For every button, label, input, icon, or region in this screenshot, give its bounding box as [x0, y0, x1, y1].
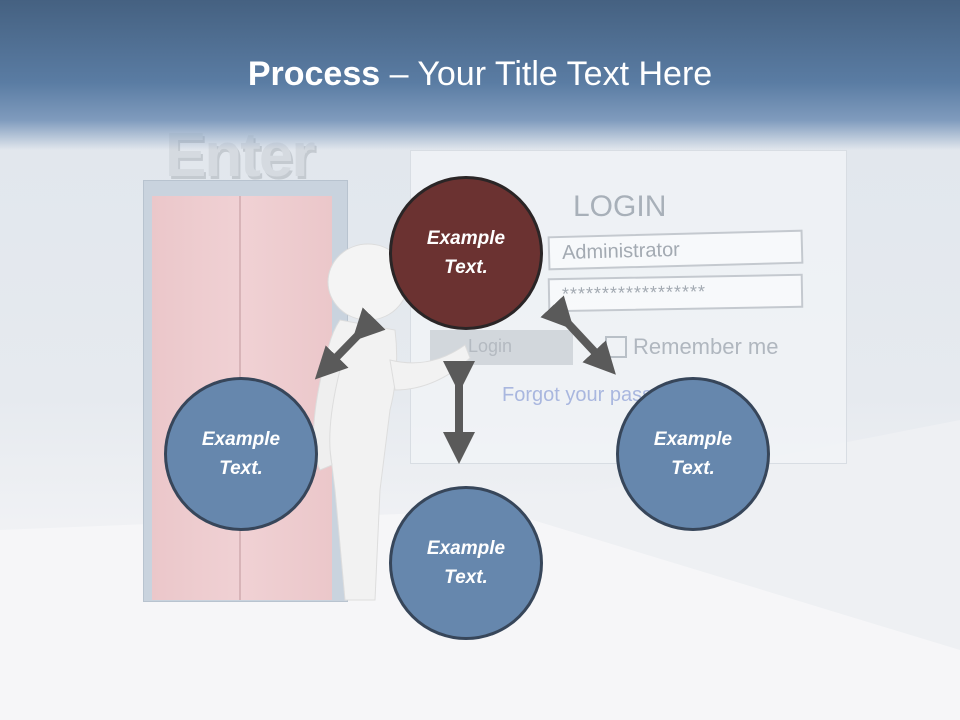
title-rest: – Your Title Text Here: [380, 55, 713, 93]
arrow-top-left: [314, 307, 386, 380]
diagram-node-right: Example Text.: [616, 377, 770, 531]
title-bold: Process: [247, 55, 381, 93]
remember-label: Remember me: [633, 334, 779, 359]
arrow-top-right: [540, 295, 616, 375]
login-heading: LOGIN: [573, 190, 667, 223]
diagram-node-left: Example Text.: [164, 377, 318, 531]
diagram-node-bottom: Example Text.: [389, 486, 543, 640]
node-text-top: Example Text.: [426, 228, 506, 278]
node-text-bottom: Example Text.: [426, 538, 506, 588]
slide-title: Process – Your Title Text Here: [0, 52, 960, 96]
diagram-node-top: Example Text.: [389, 176, 543, 330]
node-text-right: Example Text.: [653, 429, 733, 479]
title-bar: [0, 0, 960, 150]
node-text-left: Example Text.: [201, 429, 281, 479]
person-figure: [313, 243, 471, 601]
